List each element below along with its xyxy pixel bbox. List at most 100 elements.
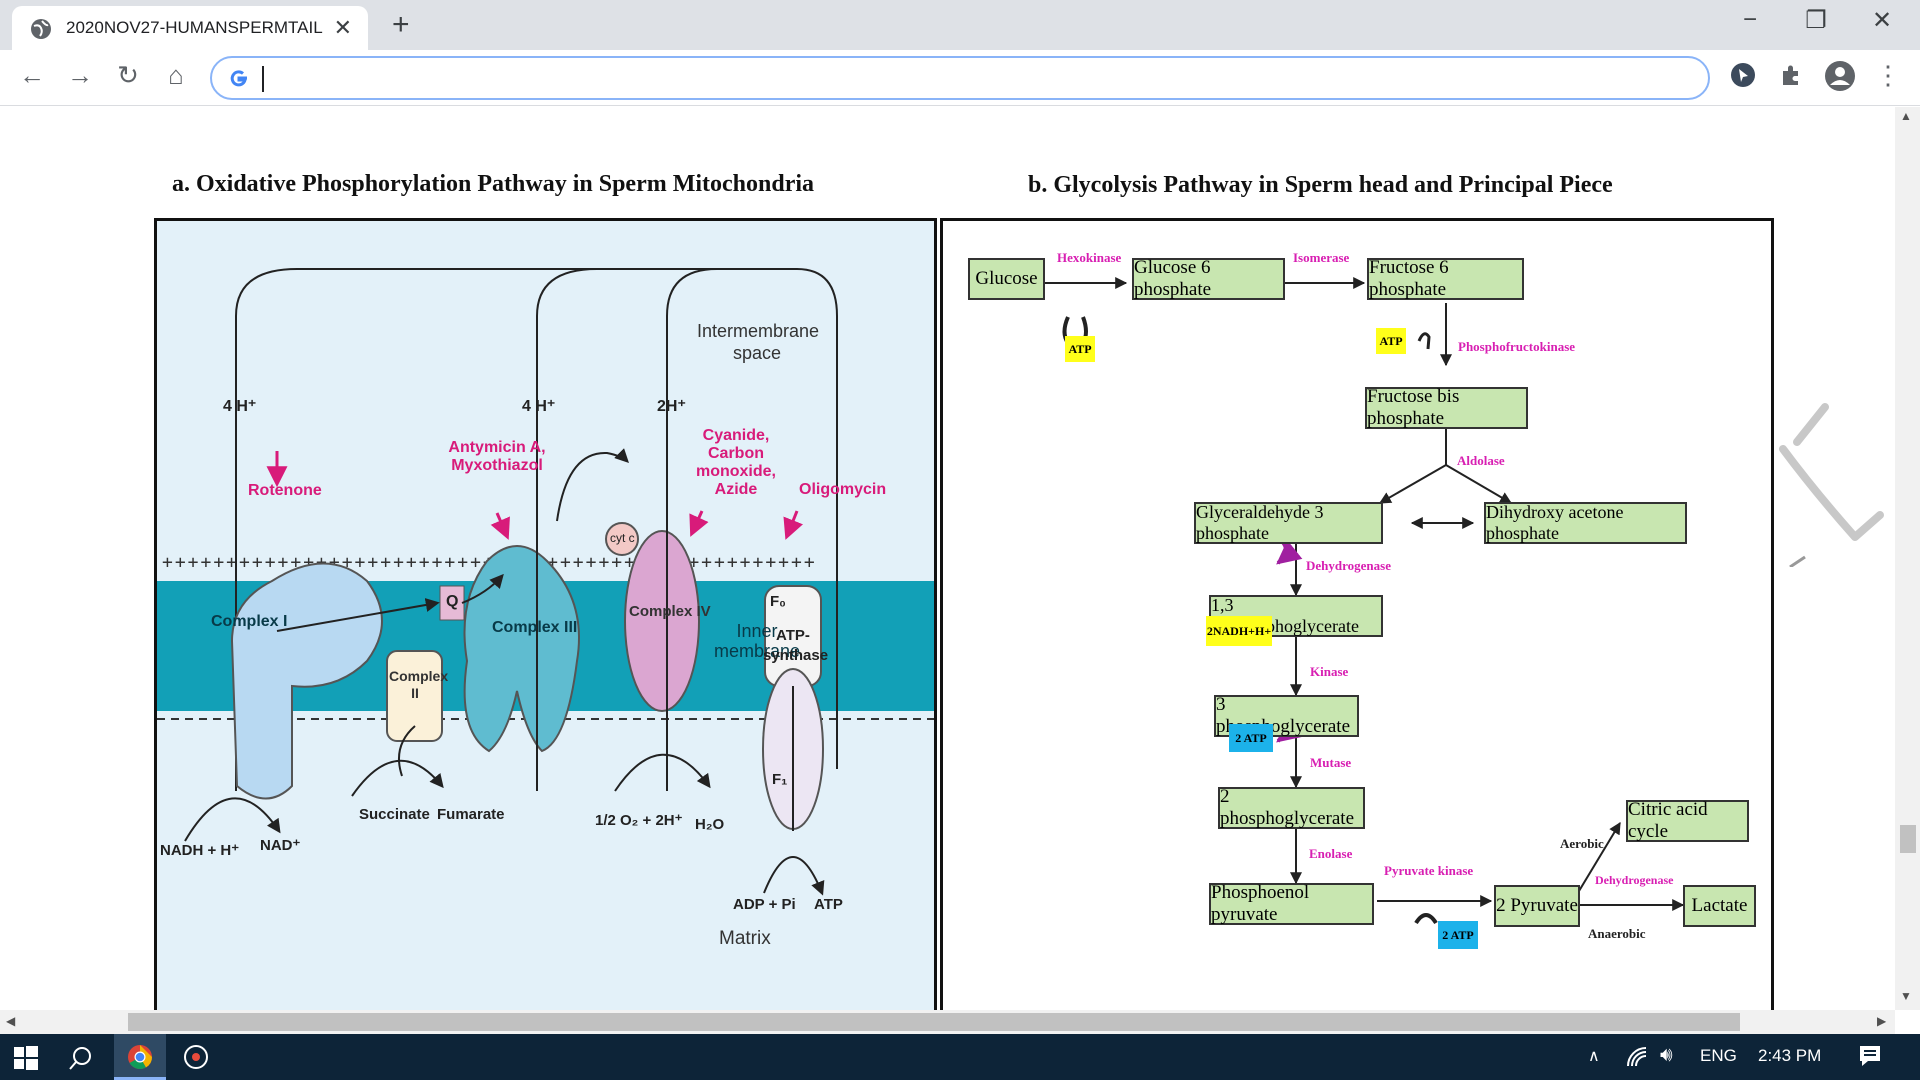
language-indicator[interactable]: ENG xyxy=(1700,1046,1737,1065)
media-player-icon[interactable] xyxy=(183,1044,209,1075)
oxphos-panel: ++++++++++++++++++++++++++++++++++++++++… xyxy=(154,218,937,1010)
address-bar[interactable] xyxy=(210,56,1710,100)
scroll-down-arrow-icon[interactable]: ▼ xyxy=(1900,989,1912,1003)
puzzle-extensions-icon[interactable] xyxy=(1778,62,1804,93)
address-cursor xyxy=(262,66,264,92)
minimize-button[interactable]: − xyxy=(1742,6,1757,33)
oxygen-label: 1/2 O₂ + 2H⁺ xyxy=(595,812,683,829)
windows-start-icon[interactable] xyxy=(14,1046,38,1075)
profile-avatar-icon[interactable] xyxy=(1824,60,1856,97)
cyanide-label: Cyanide,Carbon monoxide,Azide xyxy=(695,427,776,498)
fumarate-label: Fumarate xyxy=(437,806,505,823)
complex-iv-shape xyxy=(624,530,700,712)
complex-iii-label: Complex III xyxy=(492,619,578,636)
cyt-c-label: cyt c xyxy=(610,531,635,545)
atp-2-badge-1: 2 ATP xyxy=(1229,724,1273,752)
page-content: a. Oxidative Phosphorylation Pathway in … xyxy=(0,107,1895,1010)
proton-label-2: 4 H⁺ xyxy=(522,398,556,415)
succinate-label: Succinate xyxy=(359,806,430,823)
dhap-node: Dihydroxy acetone phosphate xyxy=(1484,502,1687,544)
dehydrogenase-label: Dehydrogenase xyxy=(1306,558,1391,573)
scroll-up-arrow-icon[interactable]: ▲ xyxy=(1900,109,1912,123)
pg3-node: 3 phosphoglycerate xyxy=(1214,694,1359,737)
browser-tab-bar: 2020NOV27-HUMANSPERMTAIL ✕ + − ❐ ✕ xyxy=(0,0,1920,50)
menu-dots-icon[interactable]: ⋮ xyxy=(1875,60,1901,90)
active-tab[interactable]: 2020NOV27-HUMANSPERMTAIL ✕ xyxy=(12,6,368,50)
nad-label: NAD⁺ xyxy=(260,837,301,854)
windows-taskbar: ∧ 🔊︎ ENG 2:43 PM xyxy=(0,1034,1920,1080)
ldh-label: Dehydrogenase xyxy=(1595,873,1674,887)
restore-button[interactable]: ❐ xyxy=(1805,7,1827,34)
glycolysis-panel: Glucose Glucose 6 phosphate Fructose 6 p… xyxy=(940,218,1774,1010)
water-label: H₂O xyxy=(695,816,725,833)
scroll-right-arrow-icon[interactable]: ▶ xyxy=(1877,1014,1887,1028)
kinase-label: Kinase xyxy=(1310,664,1349,679)
complex-i-shape xyxy=(230,562,383,800)
nadh-label: NADH + H⁺ xyxy=(160,842,240,859)
notification-icon[interactable] xyxy=(1858,1044,1882,1073)
chrome-taskbar-button[interactable] xyxy=(114,1034,166,1080)
proton-loop-path xyxy=(235,268,838,769)
aerobic-label: Aerobic xyxy=(1560,836,1604,851)
lactate-node: Lactate xyxy=(1683,885,1756,927)
aldolase-label: Aldolase xyxy=(1457,453,1505,468)
atp-2-badge-2: 2 ATP xyxy=(1438,921,1478,949)
pep-node: Phosphoenol pyruvate xyxy=(1209,882,1374,925)
proton-label-3: 2H⁺ xyxy=(657,398,686,415)
home-icon[interactable]: ⌂ xyxy=(168,60,184,90)
atp-label: ATP xyxy=(814,896,843,913)
fbp-node: Fructose bis phosphate xyxy=(1365,386,1528,429)
oligomycin-label: Oligomycin xyxy=(799,481,887,498)
rotenone-label: Rotenone xyxy=(248,482,322,499)
complex-ii-shape xyxy=(386,650,443,742)
f1-label: F₁ xyxy=(772,771,788,788)
volume-icon[interactable]: 🔊︎ xyxy=(1660,1044,1673,1066)
close-tab-icon[interactable]: ✕ xyxy=(333,15,352,40)
browser-toolbar: ← → ↻ ⌂ ⋮ xyxy=(0,50,1920,106)
anaerobic-label: Anaerobic xyxy=(1588,926,1646,941)
adp-pi-label: ADP + Pi xyxy=(733,896,796,913)
vertical-scrollbar[interactable]: ▲ ▼ xyxy=(1895,107,1920,1010)
extension-cursor-icon[interactable] xyxy=(1730,62,1756,93)
fo-label: F₀ xyxy=(770,593,786,610)
mutase-label: Mutase xyxy=(1310,755,1352,770)
close-window-button[interactable]: ✕ xyxy=(1871,7,1893,34)
enolase-label: Enolase xyxy=(1309,846,1353,861)
pfk-label: Phosphofructokinase xyxy=(1458,339,1576,354)
atp-synthase-label: ATP-synthase xyxy=(763,627,829,664)
google-icon xyxy=(228,67,250,94)
forward-arrow-icon[interactable]: → xyxy=(67,60,93,90)
antimycin-label: Antymicin A,Myxothiazol xyxy=(448,439,546,474)
q-label: Q xyxy=(446,593,459,610)
tray-chevron-up-icon[interactable]: ∧ xyxy=(1588,1048,1600,1065)
atp-badge-1: ATP xyxy=(1065,336,1095,362)
tab-title: 2020NOV27-HUMANSPERMTAIL xyxy=(66,18,323,37)
figure-b-title: b. Glycolysis Pathway in Sperm head and … xyxy=(1028,172,1613,198)
isomerase-label: Isomerase xyxy=(1293,250,1350,265)
wifi-icon[interactable] xyxy=(1626,1046,1648,1073)
annotation-pen-mark xyxy=(1779,403,1884,567)
chrome-icon xyxy=(127,1044,153,1075)
oxphos-diagram: ++++++++++++++++++++++++++++++++++++++++… xyxy=(157,268,934,896)
horizontal-scrollbar[interactable]: ◀ ▶ xyxy=(0,1010,1895,1034)
hexokinase-label: Hexokinase xyxy=(1057,250,1122,265)
glucose-node: Glucose xyxy=(968,258,1045,300)
horizontal-scroll-thumb[interactable] xyxy=(128,1013,1740,1031)
g6p-node: Glucose 6 phosphate xyxy=(1132,257,1285,300)
scroll-left-arrow-icon[interactable]: ◀ xyxy=(6,1014,16,1028)
f6p-node: Fructose 6 phosphate xyxy=(1367,257,1524,300)
nadh-badge: 2NADH+H+ xyxy=(1206,616,1272,646)
new-tab-button[interactable]: + xyxy=(392,8,410,41)
back-arrow-icon[interactable]: ← xyxy=(19,60,45,90)
matrix-label: Matrix xyxy=(719,928,771,949)
reload-icon[interactable]: ↻ xyxy=(117,60,139,90)
clock[interactable]: 2:43 PM xyxy=(1758,1046,1822,1065)
vertical-scroll-thumb[interactable] xyxy=(1900,825,1916,853)
globe-icon xyxy=(30,18,52,45)
complex-iii-shape xyxy=(463,545,580,753)
complex-i-label: Complex I xyxy=(211,613,288,630)
search-icon[interactable] xyxy=(68,1045,94,1076)
